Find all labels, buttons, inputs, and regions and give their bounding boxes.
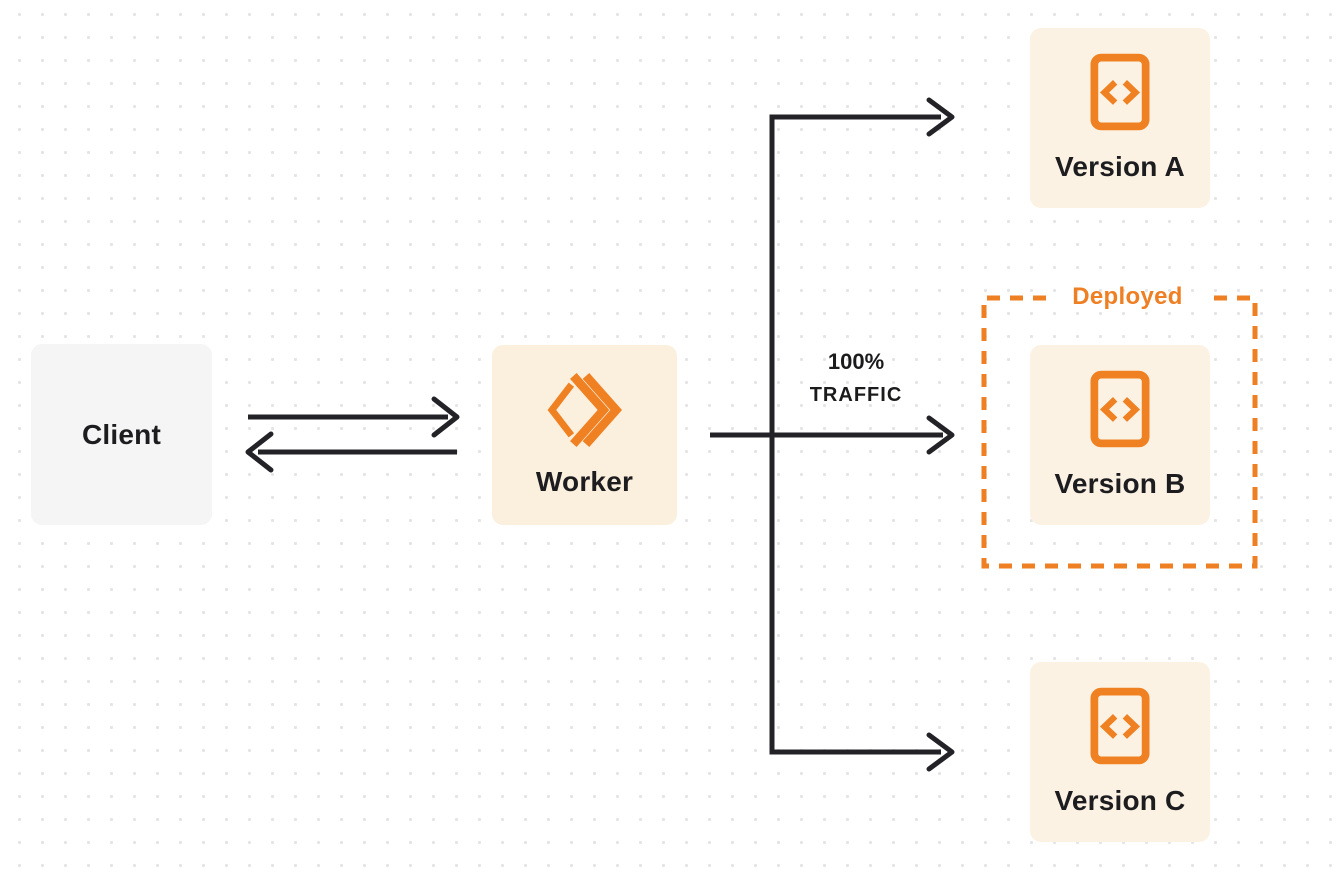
- arrowhead-client-to-worker: [431, 396, 460, 438]
- code-file-icon: [1090, 370, 1150, 448]
- arrowhead-version-b: [926, 415, 955, 455]
- version-a-label: Version A: [1055, 151, 1185, 182]
- traffic-label: 100% TRAFFIC: [772, 349, 940, 407]
- worker-label: Worker: [535, 466, 634, 497]
- code-file-icon: [1090, 687, 1150, 765]
- client-label: Client: [82, 418, 161, 450]
- traffic-percent-text: 100%: [827, 349, 885, 374]
- deployed-label: Deployed: [1072, 283, 1183, 310]
- branch-lines: [769, 114, 941, 755]
- cloudflare-workers-icon: [547, 373, 622, 447]
- arrowhead-version-a: [926, 97, 955, 137]
- node-version-b: Version B: [1030, 345, 1210, 525]
- node-version-c: Version C: [1030, 662, 1210, 842]
- arrowhead-version-c: [926, 732, 955, 772]
- version-c-label: Version C: [1054, 785, 1186, 816]
- code-file-icon: [1090, 53, 1150, 131]
- version-b-label: Version B: [1054, 468, 1186, 499]
- node-client: Client: [31, 344, 212, 525]
- arrowhead-worker-to-client: [245, 431, 274, 473]
- node-worker: Worker: [492, 345, 677, 525]
- traffic-word-text: TRAFFIC: [809, 384, 903, 406]
- node-version-a: Version A: [1030, 28, 1210, 208]
